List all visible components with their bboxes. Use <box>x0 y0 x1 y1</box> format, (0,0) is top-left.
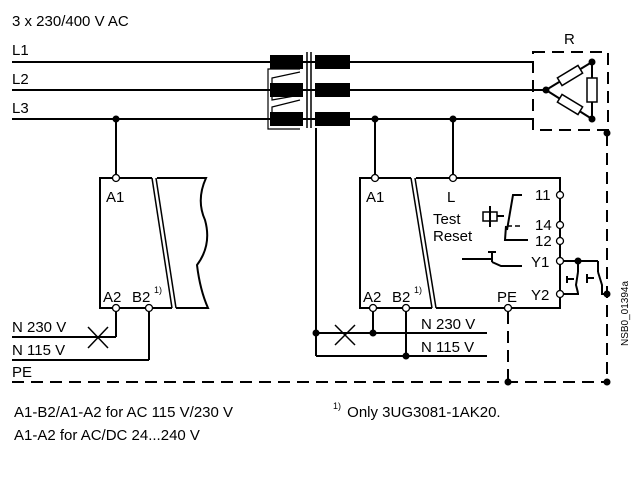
supply-label: 3 x 230/400 V AC <box>12 13 129 30</box>
phase-label-l2: L2 <box>12 71 29 88</box>
resistor-network: R <box>532 31 609 131</box>
right-n115-label: N 115 V <box>421 339 474 356</box>
right-terminal-l: L <box>447 189 455 206</box>
relay-coil-icon <box>482 194 528 241</box>
reset-label: Reset <box>433 228 473 245</box>
left-device: A1 A2 B2 1) N 230 V N 115 V PE <box>12 115 210 381</box>
left-terminal-a1: A1 <box>106 189 124 206</box>
contact-y1-label: Y1 <box>531 254 549 271</box>
resistor-label: R <box>564 31 575 48</box>
right-terminal-b2: B2 <box>392 289 410 306</box>
contact-14-label: 14 <box>535 217 552 234</box>
footnote-mark: 1) <box>333 401 341 411</box>
pe-label: PE <box>12 364 32 381</box>
right-n230-label: N 230 V <box>421 316 475 333</box>
contact-y2-label: Y2 <box>531 287 549 304</box>
note-1: A1-B2/A1-A2 for AC 115 V/230 V <box>14 404 233 421</box>
footnote-text: Only 3UG3081-1AK20. <box>343 404 501 421</box>
contact-11-label: 11 <box>535 187 551 204</box>
external-pushbuttons-icon <box>560 257 611 298</box>
reset-button-icon <box>462 251 522 267</box>
right-terminal-a2: A2 <box>363 289 381 306</box>
phase-label-l1: L1 <box>12 42 29 59</box>
left-footnote-mark: 1) <box>154 285 162 295</box>
test-label: Test <box>433 211 461 228</box>
right-footnote-mark: 1) <box>414 285 422 295</box>
drawing-id: NSB0_01394a <box>620 281 631 346</box>
right-terminal-pe: PE <box>497 289 517 306</box>
left-n230-label: N 230 V <box>12 319 66 336</box>
current-transformer <box>267 52 350 356</box>
right-terminal-a1: A1 <box>366 189 384 206</box>
contact-12-label: 12 <box>535 233 552 250</box>
right-device: A1 L A2 B2 1) PE Test Reset 11 14 12 Y1 … <box>312 115 611 386</box>
phase-label-l3: L3 <box>12 100 29 117</box>
left-terminal-a2: A2 <box>103 289 121 306</box>
left-n115-label: N 115 V <box>12 342 65 359</box>
left-terminal-b2: B2 <box>132 289 150 306</box>
note-2: A1-A2 for AC/DC 24...240 V <box>14 427 200 444</box>
